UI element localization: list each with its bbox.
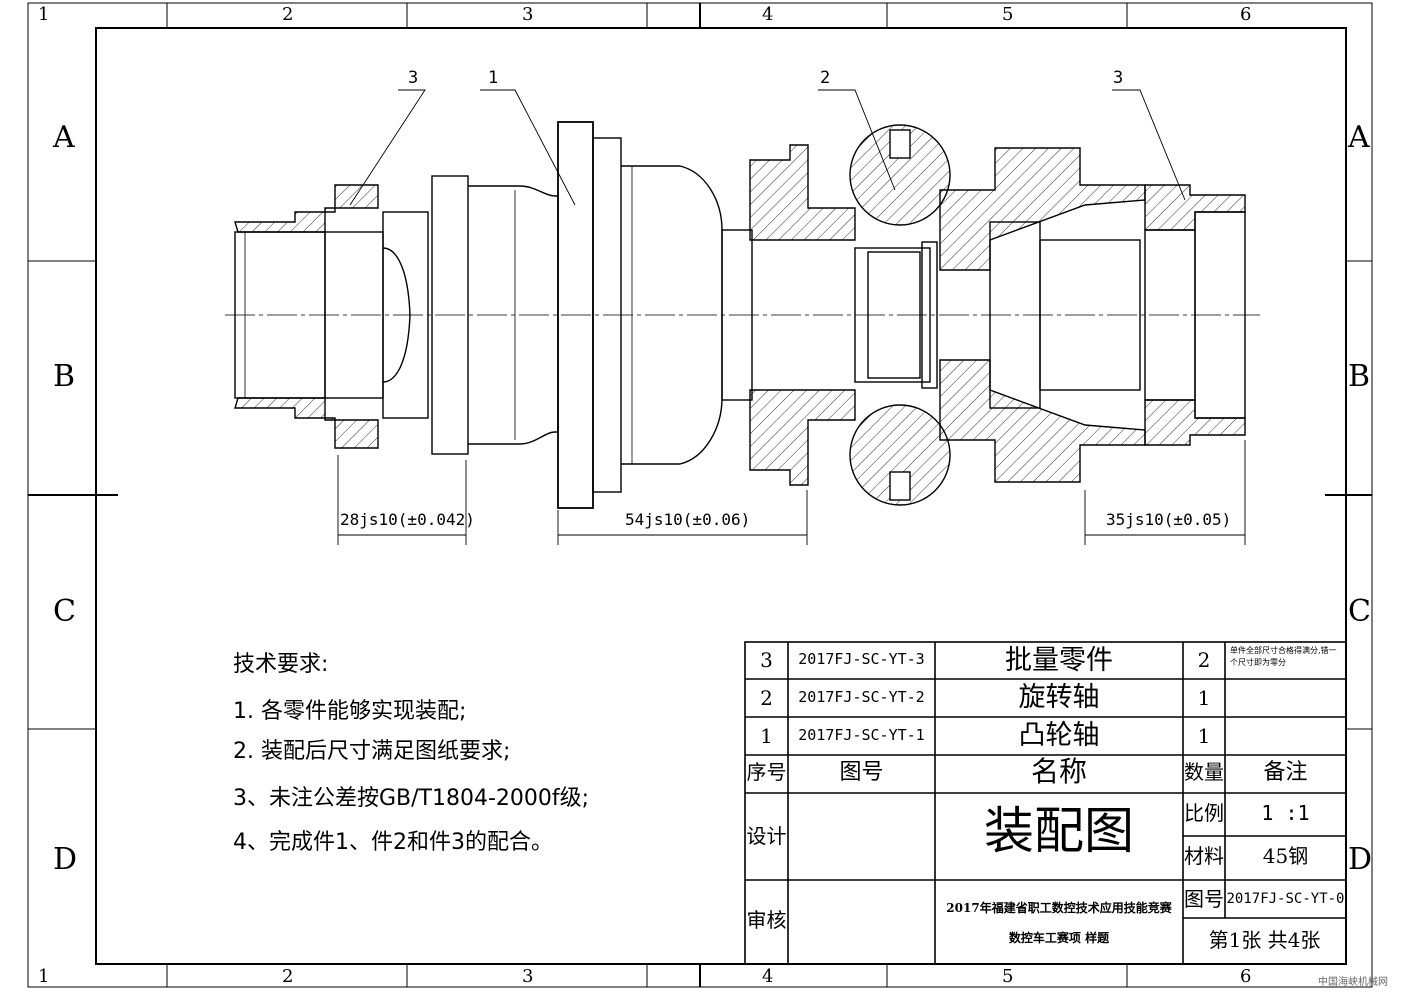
- callout-part-3-left: 3: [408, 68, 419, 88]
- part-2-rotating-shaft: [749, 124, 1146, 506]
- organization-line-2: 数控车工赛项 样题: [1008, 931, 1110, 945]
- col-label-bottom: 4: [762, 966, 774, 987]
- col-label-top: 4: [762, 4, 774, 25]
- design-label: 设计: [746, 824, 787, 848]
- bom-row-qty: 1: [1197, 686, 1211, 710]
- col-label-bottom: 1: [38, 966, 50, 987]
- col-label-top: 2: [282, 4, 294, 25]
- row-label-left: C: [53, 594, 76, 629]
- col-label-top: 6: [1240, 4, 1252, 25]
- tech-requirement-item: 4、完成件1、件2和件3的配合。: [233, 830, 553, 855]
- col-label-top: 5: [1002, 4, 1014, 25]
- bom-row-code: 2017FJ-SC-YT-3: [798, 650, 925, 668]
- title-block-grid: [744, 641, 1347, 965]
- part-1-cam-shaft: [382, 121, 753, 509]
- col-label-bottom: 5: [1002, 966, 1014, 987]
- leader-lines: [349, 89, 1186, 206]
- sheet-number: 第1张 共4张: [1208, 928, 1321, 952]
- dimension-35: 35js10(±0.05): [1106, 510, 1232, 529]
- part-3-right: [1144, 184, 1246, 446]
- bom-header-note: 备注: [1263, 760, 1308, 785]
- drawing-no-label: 图号: [1184, 887, 1224, 911]
- bom-header-no: 序号: [746, 760, 787, 784]
- row-label-right: B: [1348, 359, 1371, 394]
- bom-header-code: 图号: [839, 760, 884, 785]
- tech-requirement-item: 2. 装配后尺寸满足图纸要求;: [233, 739, 511, 764]
- drawing-title: 装配图: [984, 802, 1134, 860]
- tech-requirement-item: 1. 各零件能够实现装配;: [233, 699, 467, 724]
- scale-value: 1 :1: [1261, 801, 1310, 825]
- bom-row-qty: 2: [1197, 648, 1211, 672]
- bom-row-no: 2: [760, 686, 773, 710]
- bom-row-code: 2017FJ-SC-YT-2: [798, 688, 925, 706]
- scale-label: 比例: [1184, 801, 1224, 825]
- row-label-right: C: [1348, 594, 1371, 629]
- row-label-right: D: [1348, 842, 1373, 877]
- col-label-bottom: 6: [1240, 966, 1252, 987]
- col-label-bottom: 3: [522, 966, 534, 987]
- col-label-bottom: 2: [282, 966, 294, 987]
- tech-requirement-item: 3、未注公差按GB/T1804-2000f级;: [233, 786, 590, 811]
- bom-row-qty: 1: [1197, 724, 1211, 748]
- drawing-frame: [27, 2, 1373, 988]
- bom-row-note: 单件全部尺寸合格得满分,错一个尺寸即为零分: [1230, 646, 1337, 667]
- dimension-54: 54js10(±0.06): [625, 510, 751, 529]
- drawing-no-value: 2017FJ-SC-YT-0: [1226, 891, 1345, 907]
- row-label-left: A: [53, 120, 75, 155]
- watermark: 中国海峡机械网: [1318, 977, 1388, 988]
- bom-row-code: 2017FJ-SC-YT-1: [798, 726, 925, 744]
- bom-header-qty: 数量: [1184, 760, 1224, 784]
- row-label-right: A: [1348, 120, 1370, 155]
- bom-row-no: 3: [760, 648, 773, 672]
- bom-row-name: 旋转轴: [1018, 682, 1100, 713]
- dimension-28: 28js10(±0.042): [340, 510, 475, 529]
- row-label-left: D: [53, 842, 78, 877]
- material-value: 45钢: [1262, 844, 1309, 868]
- bom-header-name: 名称: [1030, 755, 1087, 788]
- col-label-top: 3: [522, 4, 534, 25]
- callout-part-2: 2: [820, 68, 831, 88]
- review-label: 审核: [746, 908, 787, 932]
- col-label-top: 1: [38, 4, 50, 25]
- bom-row-no: 1: [760, 724, 773, 748]
- callout-part-1: 1: [488, 68, 499, 88]
- row-label-left: B: [53, 359, 76, 394]
- bom-row-name: 凸轮轴: [1018, 720, 1100, 751]
- organization-line-1: 2017年福建省职工数控技术应用技能竞赛: [946, 901, 1172, 915]
- dimension-lines: [337, 440, 1246, 545]
- bom-row-name: 批量零件: [1005, 645, 1113, 676]
- callout-part-3-right: 3: [1113, 68, 1124, 88]
- part-3-left: [234, 184, 384, 449]
- material-label: 材料: [1184, 844, 1224, 868]
- tech-requirements-title: 技术要求:: [233, 652, 329, 677]
